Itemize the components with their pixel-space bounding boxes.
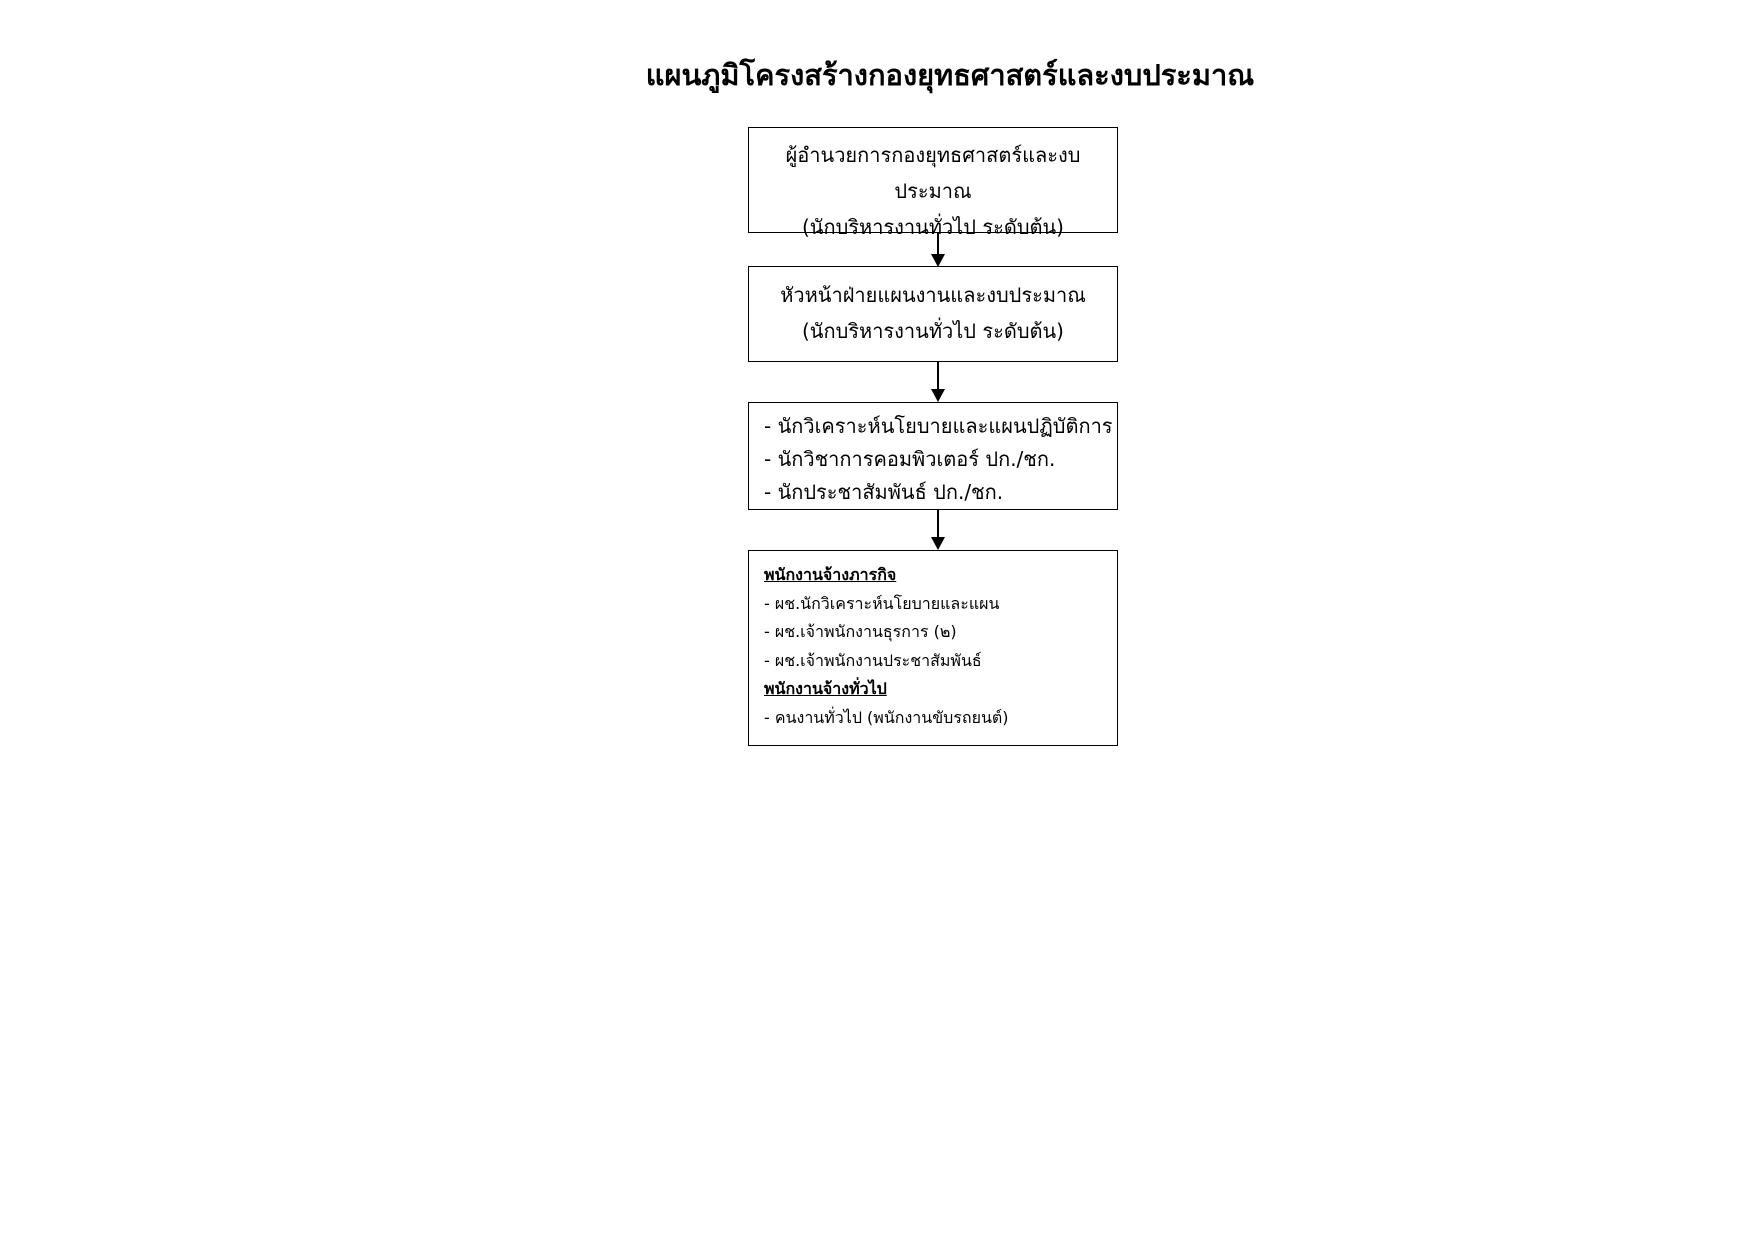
staff-box: - นักวิเคราะห์นโยบายและแผนปฏิบัติการ - น… [748,402,1118,510]
director-box: ผู้อำนวยการกองยุทธศาสตร์และงบประมาณ (นัก… [748,127,1118,239]
staff-item: - นักวิเคราะห์นโยบายและแผนปฏิบัติการ [764,414,1113,438]
employees-box: พนักงานจ้างภารกิจ - ผช.นักวิเคราะห์นโยบา… [748,550,1118,746]
arrow-down-icon [931,389,945,402]
director-level: (นักบริหารงานทั่วไป ระดับต้น) [801,215,1064,239]
head-box: หัวหน้าฝ่ายแผนงานและงบประมาณ (นักบริหารง… [748,266,1118,362]
connector-line [937,233,939,255]
arrow-down-icon [931,537,945,550]
staff-item: - นักประชาสัมพันธ์ ปก./ชก. [764,480,1004,504]
employee-item: - คนงานทั่วไป (พนักงานขับรถยนต์) [764,707,1009,727]
connector-line [937,362,939,390]
general-heading: พนักงานจ้างทั่วไป [764,679,887,698]
head-level: (นักบริหารงานทั่วไป ระดับต้น) [801,319,1064,343]
arrow-down-icon [931,254,945,267]
employee-item: - ผช.เจ้าพนักงานธุรการ (๒) [764,622,957,641]
mission-heading: พนักงานจ้างภารกิจ [764,565,897,584]
connector-line [937,510,939,538]
staff-item: - นักวิชาการคอมพิวเตอร์ ปก./ชก. [764,447,1056,471]
page-title: แผนภูมิโครงสร้างกองยุทธศาสตร์และงบประมาณ [645,58,1255,92]
director-title: ผู้อำนวยการกองยุทธศาสตร์และงบประมาณ [785,143,1081,203]
head-title: หัวหน้าฝ่ายแผนงานและงบประมาณ [780,283,1086,307]
employee-item: - ผช.เจ้าพนักงานประชาสัมพันธ์ [764,650,982,670]
employee-item: - ผช.นักวิเคราะห์นโยบายและแผน [764,593,1000,613]
